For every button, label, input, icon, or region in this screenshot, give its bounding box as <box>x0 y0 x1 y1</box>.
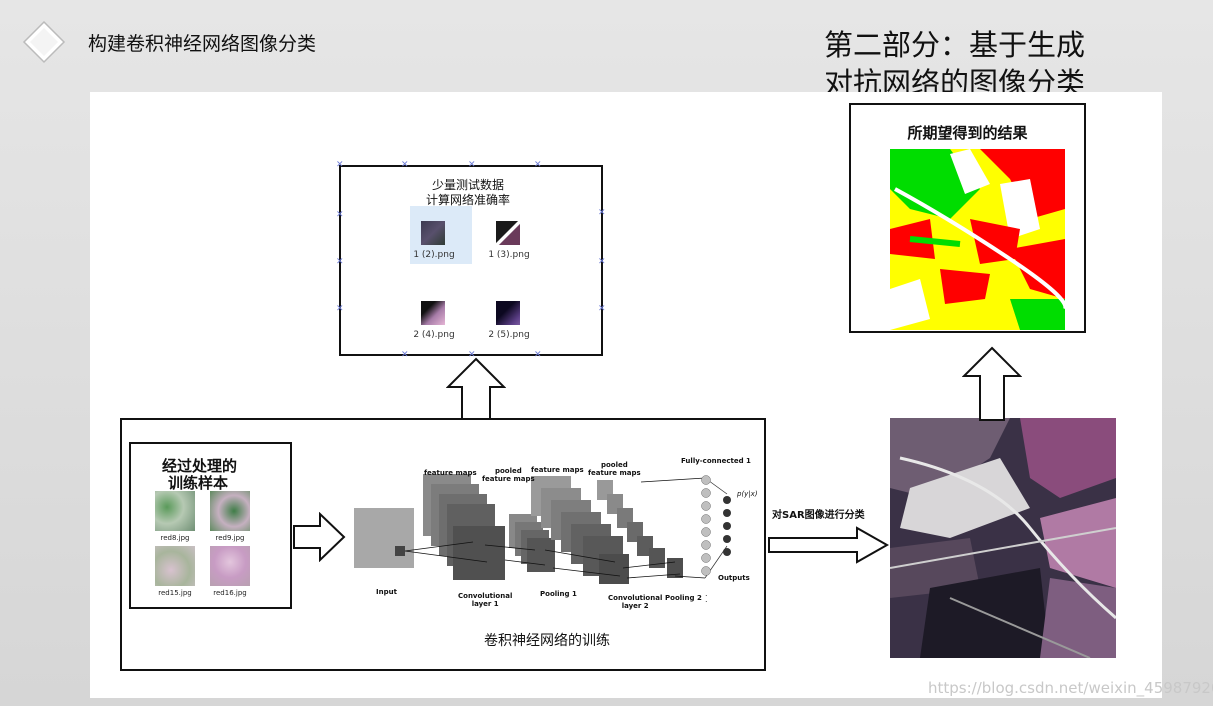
selection-handle: ✕ <box>534 162 540 168</box>
training-image-thumbnail[interactable] <box>155 491 195 531</box>
training-file-name: red16.jpg <box>195 589 265 597</box>
selection-handle: ✕ <box>598 306 604 312</box>
label-pooled-1: pooled feature maps <box>482 467 535 483</box>
diamond-logo-icon <box>22 20 66 64</box>
selection-handle: ✕ <box>598 259 604 265</box>
expected-result-title: 所期望得到的结果 <box>849 122 1086 143</box>
conv2-layer <box>599 554 629 584</box>
test-file-name: 2 (5).png <box>469 330 549 340</box>
label-fully-connected: Fully-connected 1 <box>681 457 751 465</box>
test-image-thumbnail[interactable] <box>421 301 445 325</box>
selection-handle: ✕ <box>534 352 540 358</box>
up-arrow-icon <box>962 346 1022 422</box>
selection-handle: ✕ <box>468 162 474 168</box>
label-input: Input <box>376 588 397 596</box>
test-file-name: 2 (4).png <box>394 330 474 340</box>
test-image-thumbnail[interactable] <box>421 221 445 245</box>
test-image-thumbnail[interactable] <box>496 221 520 245</box>
selection-handle: ✕ <box>401 352 407 358</box>
training-samples-title-line2: 训练样本 <box>168 472 228 493</box>
input-layer <box>354 508 414 568</box>
label-feature-maps-1: feature maps <box>424 469 477 477</box>
training-image-thumbnail[interactable] <box>210 491 250 531</box>
pool1-layer <box>527 538 555 572</box>
label-pool1: Pooling 1 <box>540 590 577 598</box>
svg-text:.: . <box>705 595 708 604</box>
label-pooled-2: pooled feature maps <box>588 461 641 477</box>
test-file-name: 1 (3).png <box>469 250 549 260</box>
selection-handle: ✕ <box>598 210 604 216</box>
page-title: 构建卷积神经网络图像分类 <box>88 29 316 56</box>
section-title-line1: 第二部分：基于生成 <box>824 22 1085 64</box>
test-image-thumbnail[interactable] <box>496 301 520 325</box>
label-conv1: Convolutional layer 1 <box>458 592 512 608</box>
selection-handle: ✕ <box>336 162 342 168</box>
sar-arrow-label: 对SAR图像进行分类 <box>772 506 865 521</box>
label-pool2: Pooling 2 <box>665 594 702 602</box>
test-file-name: 1 (2).png <box>394 250 474 260</box>
cnn-training-caption: 卷积神经网络的训练 <box>484 630 610 650</box>
label-conv2: Convolutional layer 2 <box>608 594 662 610</box>
label-outputs: Outputs <box>718 574 750 582</box>
training-image-thumbnail[interactable] <box>210 546 250 586</box>
watermark: https://blog.csdn.net/weixin_45987920 <box>928 679 1213 697</box>
right-arrow-icon <box>767 525 892 565</box>
conv1-layer <box>453 526 505 580</box>
selection-handle: ✕ <box>336 306 342 312</box>
sar-image <box>890 418 1116 658</box>
right-arrow-icon <box>292 512 347 562</box>
label-feature-maps-2: feature maps <box>531 466 584 474</box>
selection-handle: ✕ <box>336 259 342 265</box>
selection-handle: ✕ <box>336 212 342 218</box>
training-file-name: red9.jpg <box>195 534 265 542</box>
training-image-thumbnail[interactable] <box>155 546 195 586</box>
classification-result-map <box>890 149 1065 330</box>
up-arrow-icon <box>446 357 506 427</box>
selection-handle: ✕ <box>401 162 407 168</box>
label-probability: p(y|x) <box>737 490 758 498</box>
